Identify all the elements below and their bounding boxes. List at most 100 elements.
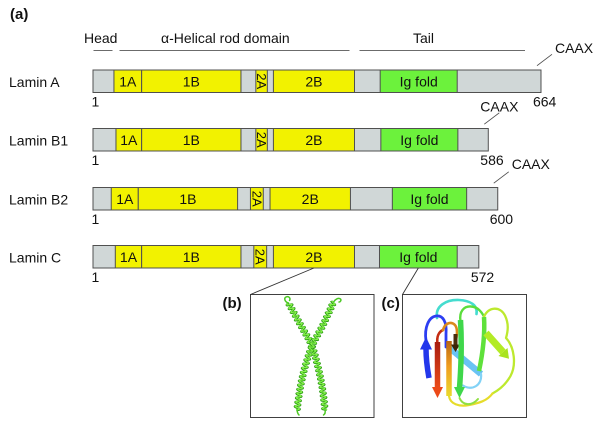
- domain-1b: [141, 128, 242, 152]
- ribbon-strand-green-inner: [476, 316, 487, 372]
- ribbon-arrowhead-green: [454, 387, 465, 398]
- caax-connector-line: [484, 112, 500, 125]
- ribbon-strand-light-blue: [445, 344, 484, 377]
- ribbon-loop-right: [482, 307, 516, 395]
- domain-2a: [255, 128, 268, 152]
- domain-label-ig-fold: Ig fold: [410, 191, 448, 207]
- end-residue-label: 600: [490, 211, 514, 227]
- domain-label-1b: 1B: [179, 191, 196, 207]
- protein-name-label: Lamin A: [9, 74, 60, 90]
- ribbon-strand-yellow-green: [483, 330, 506, 355]
- domain-label-2b: 2B: [305, 132, 322, 148]
- ribbon-arrowhead-blue: [420, 337, 432, 350]
- helix-ribbon-highlight: [286, 303, 328, 411]
- ribbon-loop-red: [435, 328, 445, 346]
- domain-label-1b: 1B: [183, 74, 200, 90]
- domain-2b: [269, 187, 351, 211]
- domain-label-2b: 2B: [305, 249, 322, 265]
- ribbon-loop-green-top: [459, 305, 486, 323]
- domain-label-1b: 1B: [183, 249, 200, 265]
- domain-1b: [137, 187, 239, 211]
- region-label-head: Head: [84, 30, 117, 46]
- domain-ig-fold: [380, 128, 459, 152]
- panel-c-frame: [402, 294, 527, 418]
- domain-label-2a: 2A: [254, 73, 269, 89]
- zoom-line-ig-fold: [402, 267, 419, 295]
- protein-name-label: Lamin B1: [9, 133, 68, 149]
- caax-connector-line: [493, 171, 510, 184]
- caax-motif-label: CAAX: [555, 40, 594, 56]
- domain-label-2b: 2B: [305, 74, 322, 90]
- zoom-connector-lines: [250, 267, 419, 295]
- domain-2b: [272, 69, 355, 93]
- helix-terminus-curl: [296, 409, 300, 416]
- domain-label-ig-fold: Ig fold: [400, 132, 438, 148]
- domain-label-2b: 2B: [302, 191, 319, 207]
- start-residue-label: 1: [92, 269, 100, 285]
- ribbon-strand-blue: [423, 348, 432, 379]
- protein-name-label: Lamin B2: [9, 192, 68, 208]
- start-residue-label: 1: [92, 94, 100, 110]
- domain-2a: [253, 245, 268, 269]
- domain-label-ig-fold: Ig fold: [400, 74, 438, 90]
- protein-row-lamin-a: Lamin A 1A 1B 2A 2B Ig fold 1 664 CAAX: [9, 40, 594, 110]
- protein-row-lamin-c: Lamin C 1A 1B 2A 2B Ig fold 1 572: [9, 245, 495, 285]
- panel-a-label: (a): [10, 6, 28, 23]
- domain-label-1a: 1A: [116, 191, 134, 207]
- coiled-coil-dimer-structure: [284, 295, 342, 416]
- ribbon-arrowhead-brown: [451, 344, 460, 352]
- end-residue-label: 664: [533, 94, 557, 110]
- ribbon-loop-light-blue: [461, 372, 483, 389]
- domain-label-ig-fold: Ig fold: [399, 249, 437, 265]
- end-residue-label: 586: [480, 152, 504, 168]
- panel-c: (c): [382, 294, 527, 418]
- protein-name-label: Lamin C: [9, 250, 61, 266]
- ig-fold-ribbon-structure: [420, 298, 516, 407]
- helix-ribbon-highlight: [294, 300, 336, 411]
- zoom-line-2b: [250, 267, 315, 295]
- panel-b-frame: [250, 294, 375, 418]
- region-label-rod-domain: α-Helical rod domain: [161, 30, 290, 46]
- protein-row-lamin-b1: Lamin B1 1A 1B 2A 2B Ig fold 1 586 CAAX: [9, 99, 519, 169]
- domain-label-2a: 2A: [254, 132, 269, 148]
- end-residue-label: 572: [471, 269, 495, 285]
- caax-motif-label: CAAX: [512, 156, 551, 172]
- domain-1b: [141, 69, 242, 93]
- ribbon-loop-green-bottom: [458, 397, 479, 406]
- domain-2a: [255, 69, 268, 93]
- domain-label-1a: 1A: [120, 132, 138, 148]
- domain-label-1a: 1A: [120, 249, 138, 265]
- ribbon-strand-green: [456, 319, 464, 389]
- domain-ig-fold: [379, 69, 458, 93]
- helix-terminus-curl: [322, 409, 326, 416]
- domain-label-1b: 1B: [183, 132, 200, 148]
- ribbon-loop-cyan: [435, 298, 478, 320]
- alpha-helix-2: [293, 300, 337, 412]
- region-label-tail: Tail: [413, 30, 434, 46]
- region-header: Head α-Helical rod domain Tail: [84, 30, 525, 51]
- panel-b-label: (b): [223, 295, 242, 312]
- start-residue-label: 1: [92, 211, 100, 227]
- domain-label-1a: 1A: [119, 74, 137, 90]
- ribbon-arrowhead-red: [432, 387, 443, 398]
- domain-label-2a: 2A: [253, 249, 268, 265]
- caax-connector-line: [536, 53, 553, 67]
- alpha-helix-1: [285, 302, 329, 411]
- start-residue-label: 1: [92, 152, 100, 168]
- domain-2b: [272, 128, 355, 152]
- protein-row-lamin-b2: Lamin B2 1A 1B 2A 2B Ig fold 1 600 CAAX: [9, 156, 551, 227]
- panel-c-label: (c): [382, 295, 400, 312]
- helix-terminus-curl: [284, 295, 291, 304]
- caax-motif-label: CAAX: [480, 99, 519, 115]
- helix-terminus-curl: [332, 297, 342, 303]
- domain-ig-fold: [391, 187, 468, 211]
- domain-label-2a: 2A: [249, 191, 264, 207]
- ribbon-arrowhead-yellow-green: [498, 348, 509, 359]
- domain-2a: [249, 187, 264, 211]
- ribbon-loop-blue: [424, 314, 448, 349]
- domain-1b: [141, 245, 242, 269]
- panel-b: (b): [223, 294, 375, 418]
